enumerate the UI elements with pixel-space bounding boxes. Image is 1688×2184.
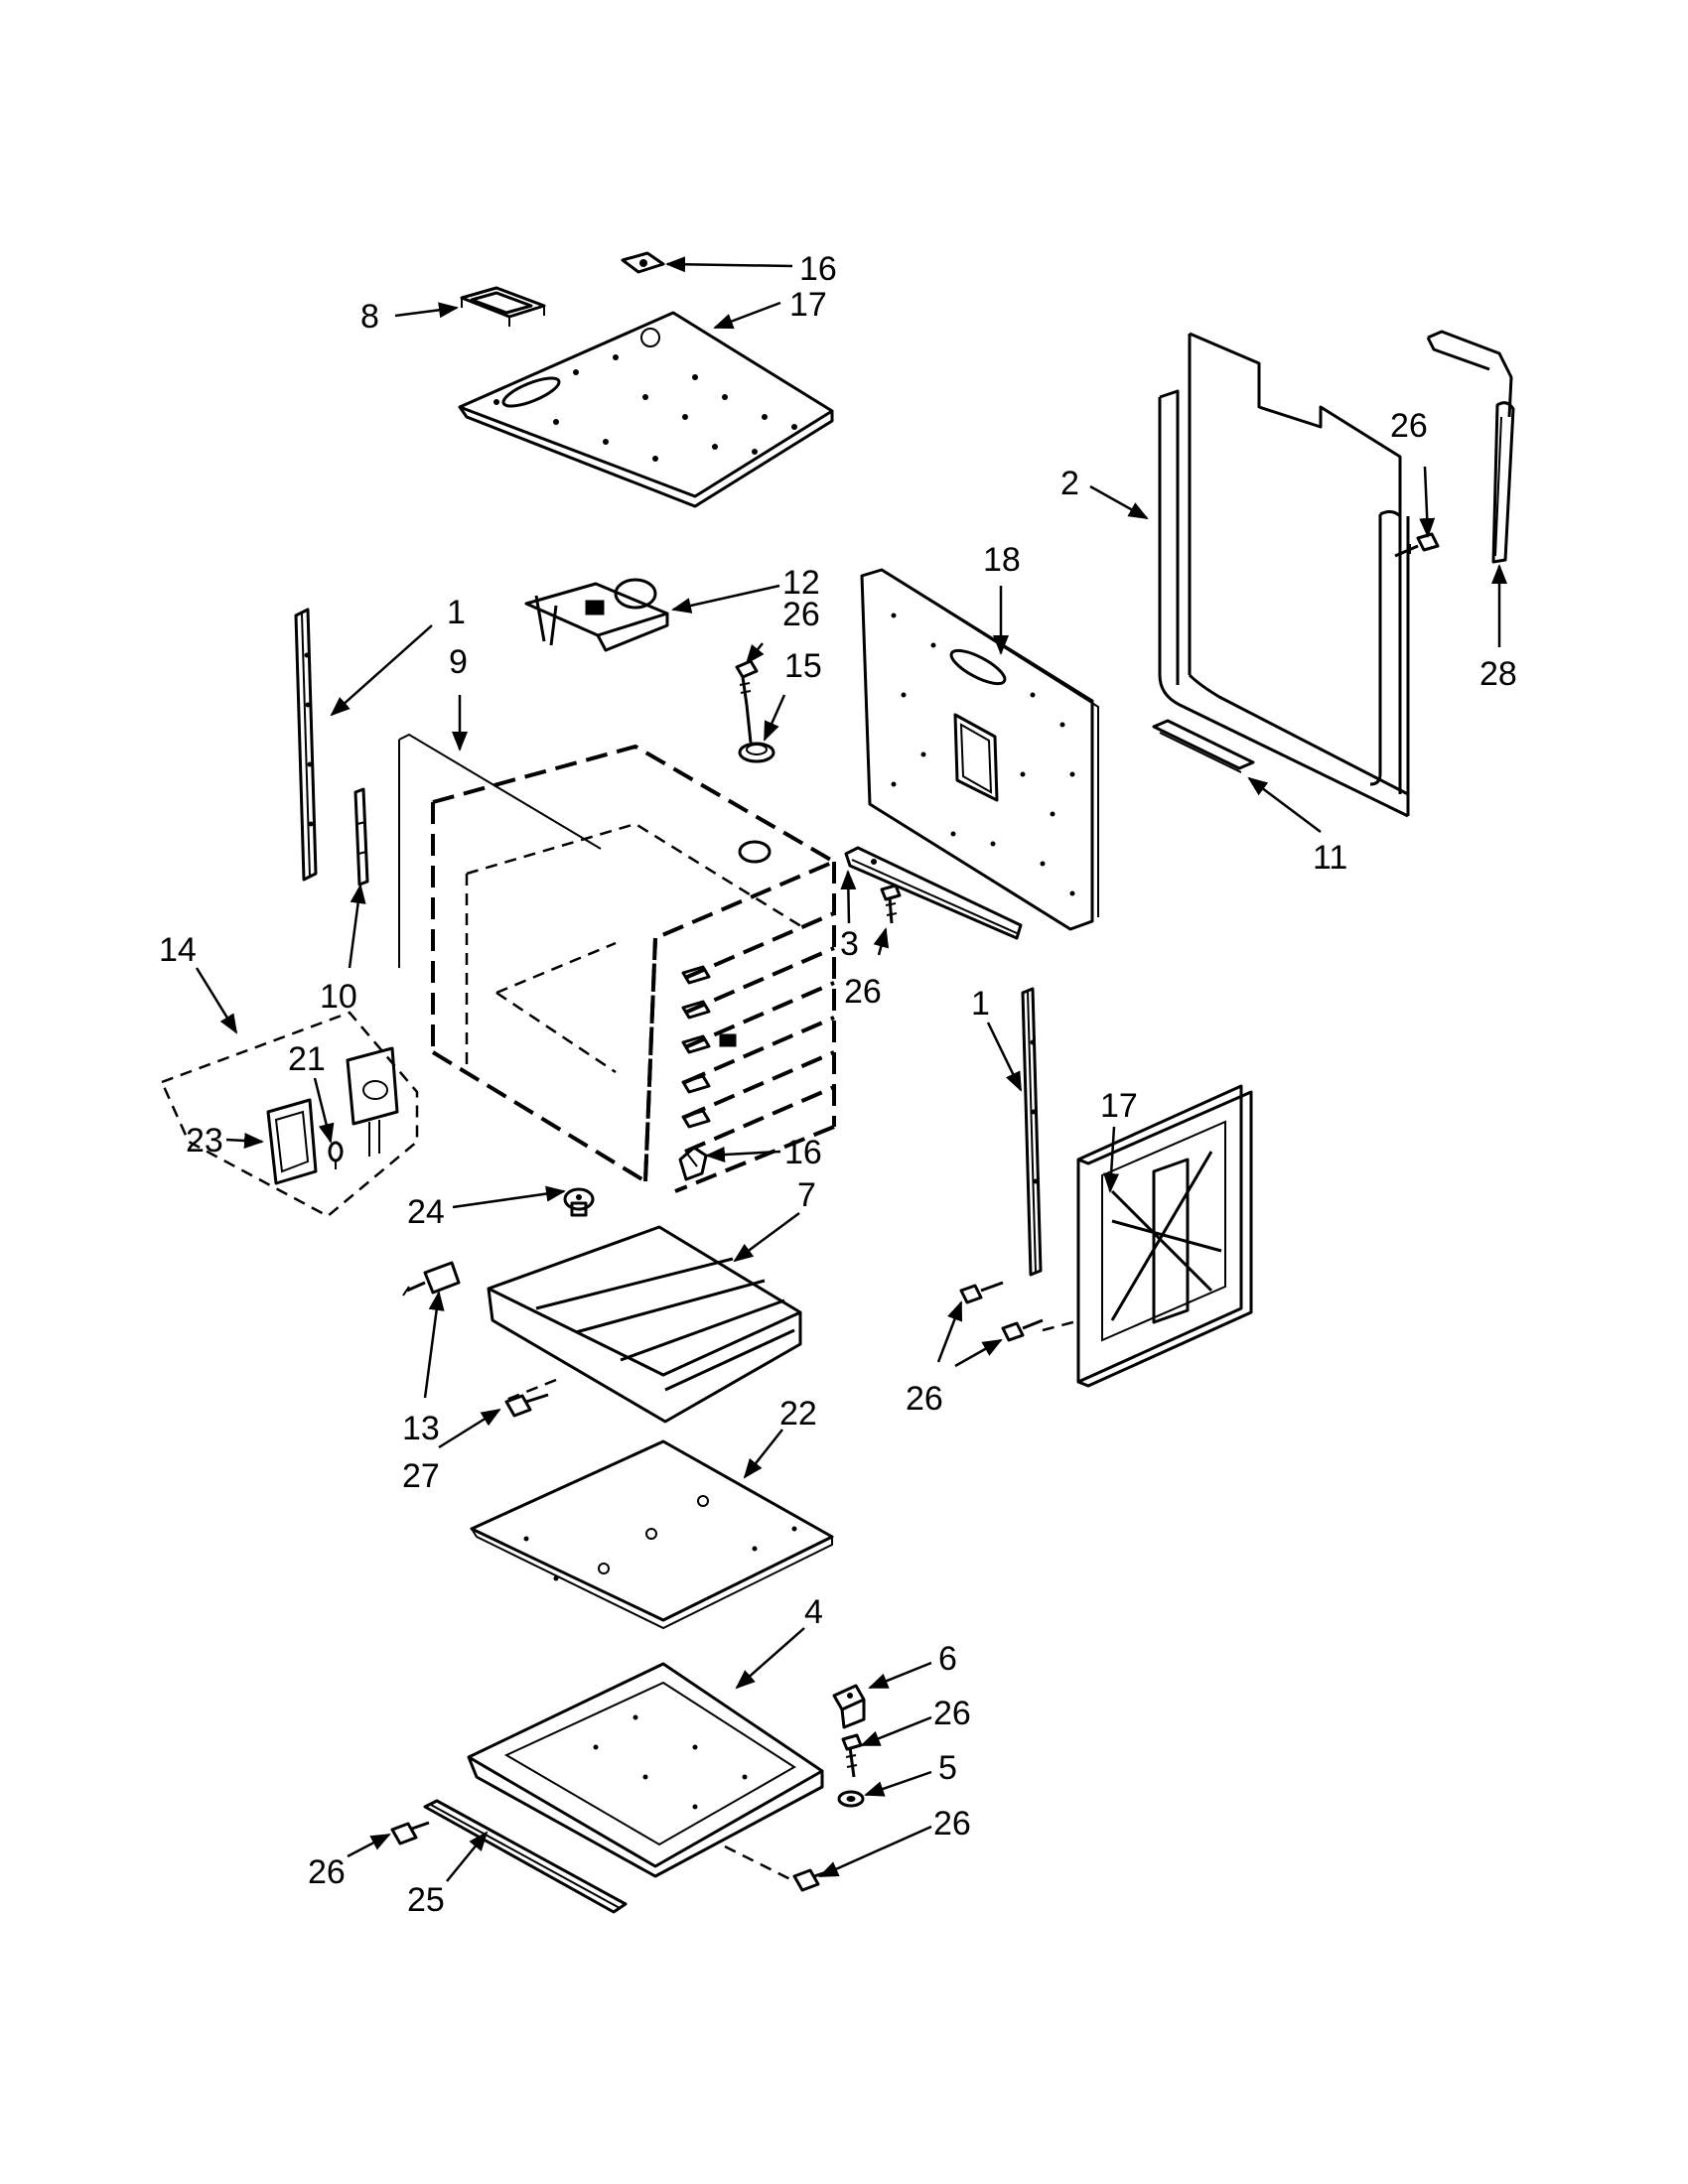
callout-22: 22	[779, 1395, 817, 1433]
part-25-rail	[423, 1799, 628, 1914]
part-12-control-assembly	[524, 578, 669, 652]
part-light-housing	[346, 1046, 399, 1157]
callout-1-left: 1	[447, 594, 466, 631]
callout-26-door: 26	[906, 1380, 943, 1418]
part-26-screw-bracket	[841, 1733, 863, 1778]
part-4-base-frame	[467, 1662, 824, 1883]
callout-2: 2	[1060, 465, 1079, 502]
part-5-washer	[837, 1790, 865, 1808]
callout-14: 14	[159, 931, 197, 969]
part-17-door-frame	[1042, 1084, 1253, 1388]
part-18-rear-panel	[860, 568, 1099, 931]
part-26-screw-bottom-left	[390, 1821, 430, 1845]
part-26-screw-top	[735, 659, 759, 706]
callout-8: 8	[360, 298, 379, 336]
callout-11: 11	[1313, 839, 1347, 877]
part-8-bracket	[460, 286, 546, 327]
callout-10: 10	[320, 978, 357, 1016]
part-11-bracket	[1152, 719, 1255, 773]
callout-21: 21	[288, 1040, 326, 1078]
callout-3: 3	[840, 925, 859, 963]
callout-7: 7	[797, 1176, 816, 1214]
callout-17: 17	[1100, 1087, 1138, 1125]
part-19-top-panel	[458, 311, 834, 508]
callout-26-right: 26	[1390, 407, 1428, 445]
part-26-screw-door-lower	[1001, 1318, 1044, 1342]
part-3-strip	[844, 846, 1023, 940]
part-6-bracket	[832, 1684, 866, 1729]
callout-26-middle: 26	[844, 973, 882, 1011]
callout-5: 5	[938, 1749, 957, 1787]
callout-26-bottom-left: 26	[308, 1853, 346, 1891]
callout-13: 13	[402, 1410, 440, 1447]
part-2-back-wrapper	[1158, 332, 1410, 818]
callout-26-bottom-right: 26	[933, 1805, 971, 1843]
callout-23: 23	[186, 1122, 223, 1160]
callout-26-bracket: 26	[933, 1695, 971, 1732]
part-10-small-strip	[353, 787, 369, 887]
leader-lines	[195, 256, 1507, 1882]
part-16-knob	[678, 1146, 708, 1181]
part-22-panel	[470, 1439, 834, 1630]
callout-4: 4	[804, 1593, 823, 1631]
callout-24: 24	[407, 1193, 445, 1231]
callout-27: 27	[402, 1457, 440, 1495]
part-28-seal	[1426, 330, 1515, 564]
callout-26-top: 26	[782, 596, 820, 633]
part-26-screw-door-upper	[959, 1281, 1004, 1304]
part-21-bulb	[328, 1141, 344, 1169]
callout-9: 9	[449, 643, 468, 681]
callout-18: 18	[983, 541, 1021, 579]
part-7-tray	[487, 1225, 802, 1424]
part-15-sensor	[738, 704, 775, 763]
callout-20: 16	[799, 250, 837, 288]
part-13-switch	[402, 1261, 461, 1297]
callout-labels: 16 17 8 2 26 28 12 26 15 18 1 9 11 3 26 …	[159, 250, 1517, 1919]
callout-16: 16	[784, 1134, 822, 1171]
part-20-plate	[621, 251, 665, 274]
callout-25: 25	[407, 1881, 445, 1919]
oven-cavity-assembly	[431, 744, 839, 1193]
callout-1-right: 1	[971, 985, 990, 1023]
part-9-wrap-panel	[398, 733, 602, 968]
callout-15: 15	[784, 647, 822, 685]
part-1-side-strip-left	[294, 608, 318, 882]
part-14-light-assembly	[160, 1011, 419, 1218]
part-1-side-strip-right	[1021, 987, 1043, 1277]
part-23-lens	[266, 1098, 318, 1185]
callout-28: 28	[1479, 655, 1517, 693]
callout-12: 12	[782, 564, 820, 602]
part-26-screw-middle	[880, 884, 902, 924]
callout-6: 6	[938, 1640, 957, 1678]
callout-19: 17	[789, 286, 827, 324]
part-24-plug	[563, 1187, 595, 1217]
part-27-screw	[504, 1393, 549, 1418]
